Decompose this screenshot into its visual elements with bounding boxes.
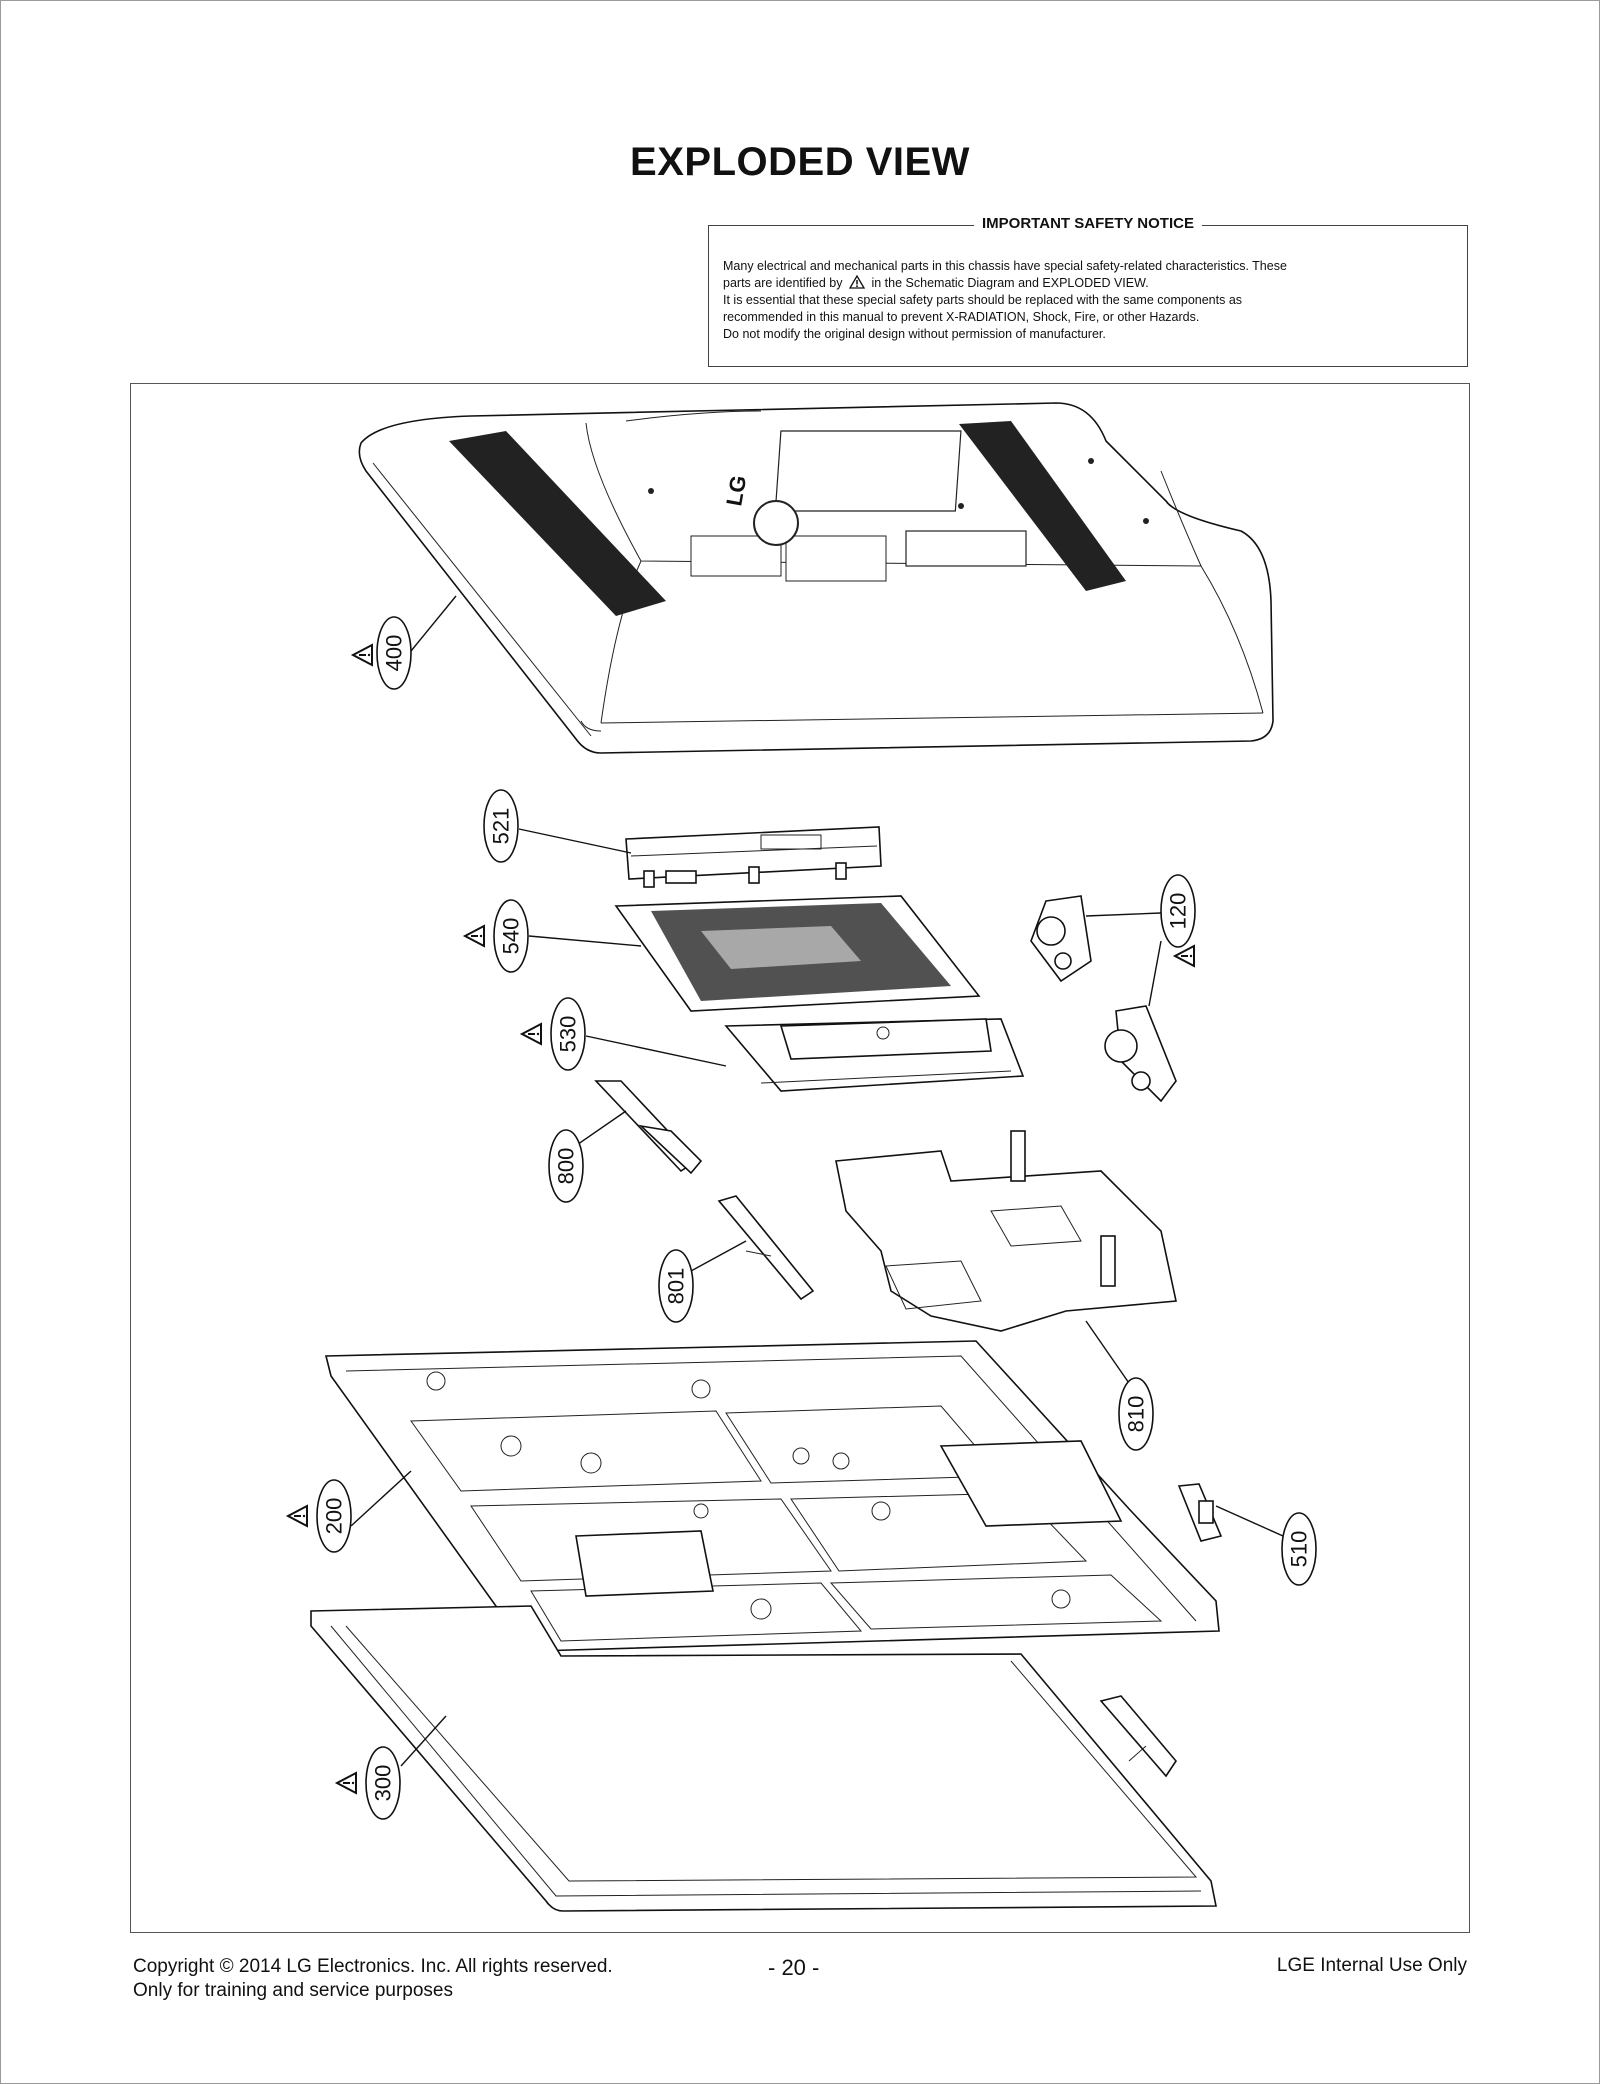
safety-warning-icon xyxy=(462,924,485,948)
part-200-frame xyxy=(324,1340,1220,1652)
part-300-front-cabinet xyxy=(310,1605,1217,1912)
lg-logo: LG xyxy=(721,473,751,507)
safety-warning-icon xyxy=(519,1022,542,1046)
callout-ellipse xyxy=(658,1249,694,1323)
safety-warning-icon xyxy=(285,1504,308,1528)
callout-ellipse xyxy=(316,1479,352,1553)
exploded-view-diagram: LG xyxy=(130,383,1470,1933)
safety-notice-title: IMPORTANT SAFETY NOTICE xyxy=(974,215,1202,232)
callout-ellipse xyxy=(1281,1512,1317,1586)
safety-warning-icon xyxy=(849,275,865,289)
callout-ellipse xyxy=(550,997,586,1071)
part-521-bracket xyxy=(625,826,882,888)
callout-ellipse xyxy=(376,616,412,690)
notice-line-5: Do not modify the original design withou… xyxy=(723,327,1106,341)
callout-540: 540 xyxy=(462,899,529,973)
callout-ellipse xyxy=(365,1746,401,1820)
part-120-hinges xyxy=(1030,895,1177,1103)
callout-label: 521 xyxy=(489,808,514,845)
callout-label: 120 xyxy=(1166,893,1191,930)
safety-warning-icon xyxy=(350,643,373,667)
internal-use-label: LGE Internal Use Only xyxy=(1276,1955,1467,1976)
callout-label: 510 xyxy=(1287,1531,1312,1568)
callout-label: 810 xyxy=(1124,1396,1149,1433)
callout-400: 400 xyxy=(350,616,412,690)
safety-warning-icon xyxy=(1172,944,1195,968)
callout-label: 400 xyxy=(382,635,407,672)
purpose-text: Only for training and service purposes xyxy=(133,1980,453,2001)
part-800-bracket xyxy=(594,1080,703,1175)
leader-lines xyxy=(350,595,1284,1767)
callout-label: 200 xyxy=(322,1498,347,1535)
page-number: - 20 - xyxy=(768,1955,820,1980)
callout-200: 200 xyxy=(285,1479,352,1553)
callout-label: 801 xyxy=(664,1268,689,1305)
callout-ellipse xyxy=(483,789,519,863)
part-530-power-module xyxy=(724,1018,1025,1092)
callout-810: 810 xyxy=(1118,1377,1154,1451)
callout-group: 400 521 540 530 800 801 810 120 200 510 300 xyxy=(285,616,1317,1820)
callout-ellipse xyxy=(548,1129,584,1203)
footer-left: Copyright © 2014 LG Electronics. Inc. Al… xyxy=(133,1955,613,2003)
callout-300: 300 xyxy=(334,1746,401,1820)
part-400-rear-cover: LG xyxy=(358,402,1274,754)
callout-801: 801 xyxy=(658,1249,694,1323)
page-title: EXPLODED VIEW xyxy=(630,140,970,184)
callout-120: 120 xyxy=(1160,874,1196,968)
callout-ellipse xyxy=(493,899,529,973)
part-810-chassis-plate xyxy=(835,1130,1177,1332)
notice-line-3: It is essential that these special safet… xyxy=(723,293,1243,307)
callout-521: 521 xyxy=(483,789,519,863)
notice-line-2: parts are identified by in the Schematic… xyxy=(723,275,1149,290)
safety-notice-box: IMPORTANT SAFETY NOTICE Many electrical … xyxy=(708,215,1468,367)
part-801-bracket xyxy=(717,1195,815,1301)
callout-800: 800 xyxy=(548,1129,584,1203)
copyright-text: Copyright © 2014 LG Electronics. Inc. Al… xyxy=(133,1956,613,1977)
notice-line-1: Many electrical and mechanical parts in … xyxy=(723,259,1287,273)
callout-ellipse xyxy=(1118,1377,1154,1451)
callout-510: 510 xyxy=(1281,1512,1317,1586)
exploded-view-drawing: LG xyxy=(285,402,1317,1912)
callout-530: 530 xyxy=(519,997,586,1071)
safety-notice-body: Many electrical and mechanical parts in … xyxy=(723,258,1453,343)
safety-warning-icon xyxy=(334,1771,357,1795)
notice-line-4: recommended in this manual to prevent X-… xyxy=(723,310,1200,324)
callout-label: 800 xyxy=(554,1148,579,1185)
callout-label: 300 xyxy=(371,1765,396,1802)
callout-label: 530 xyxy=(556,1016,581,1053)
callout-label: 540 xyxy=(499,918,524,955)
part-540-main-board xyxy=(614,895,981,1012)
callout-ellipse xyxy=(1160,874,1196,948)
part-510-button-module xyxy=(1177,1483,1223,1542)
